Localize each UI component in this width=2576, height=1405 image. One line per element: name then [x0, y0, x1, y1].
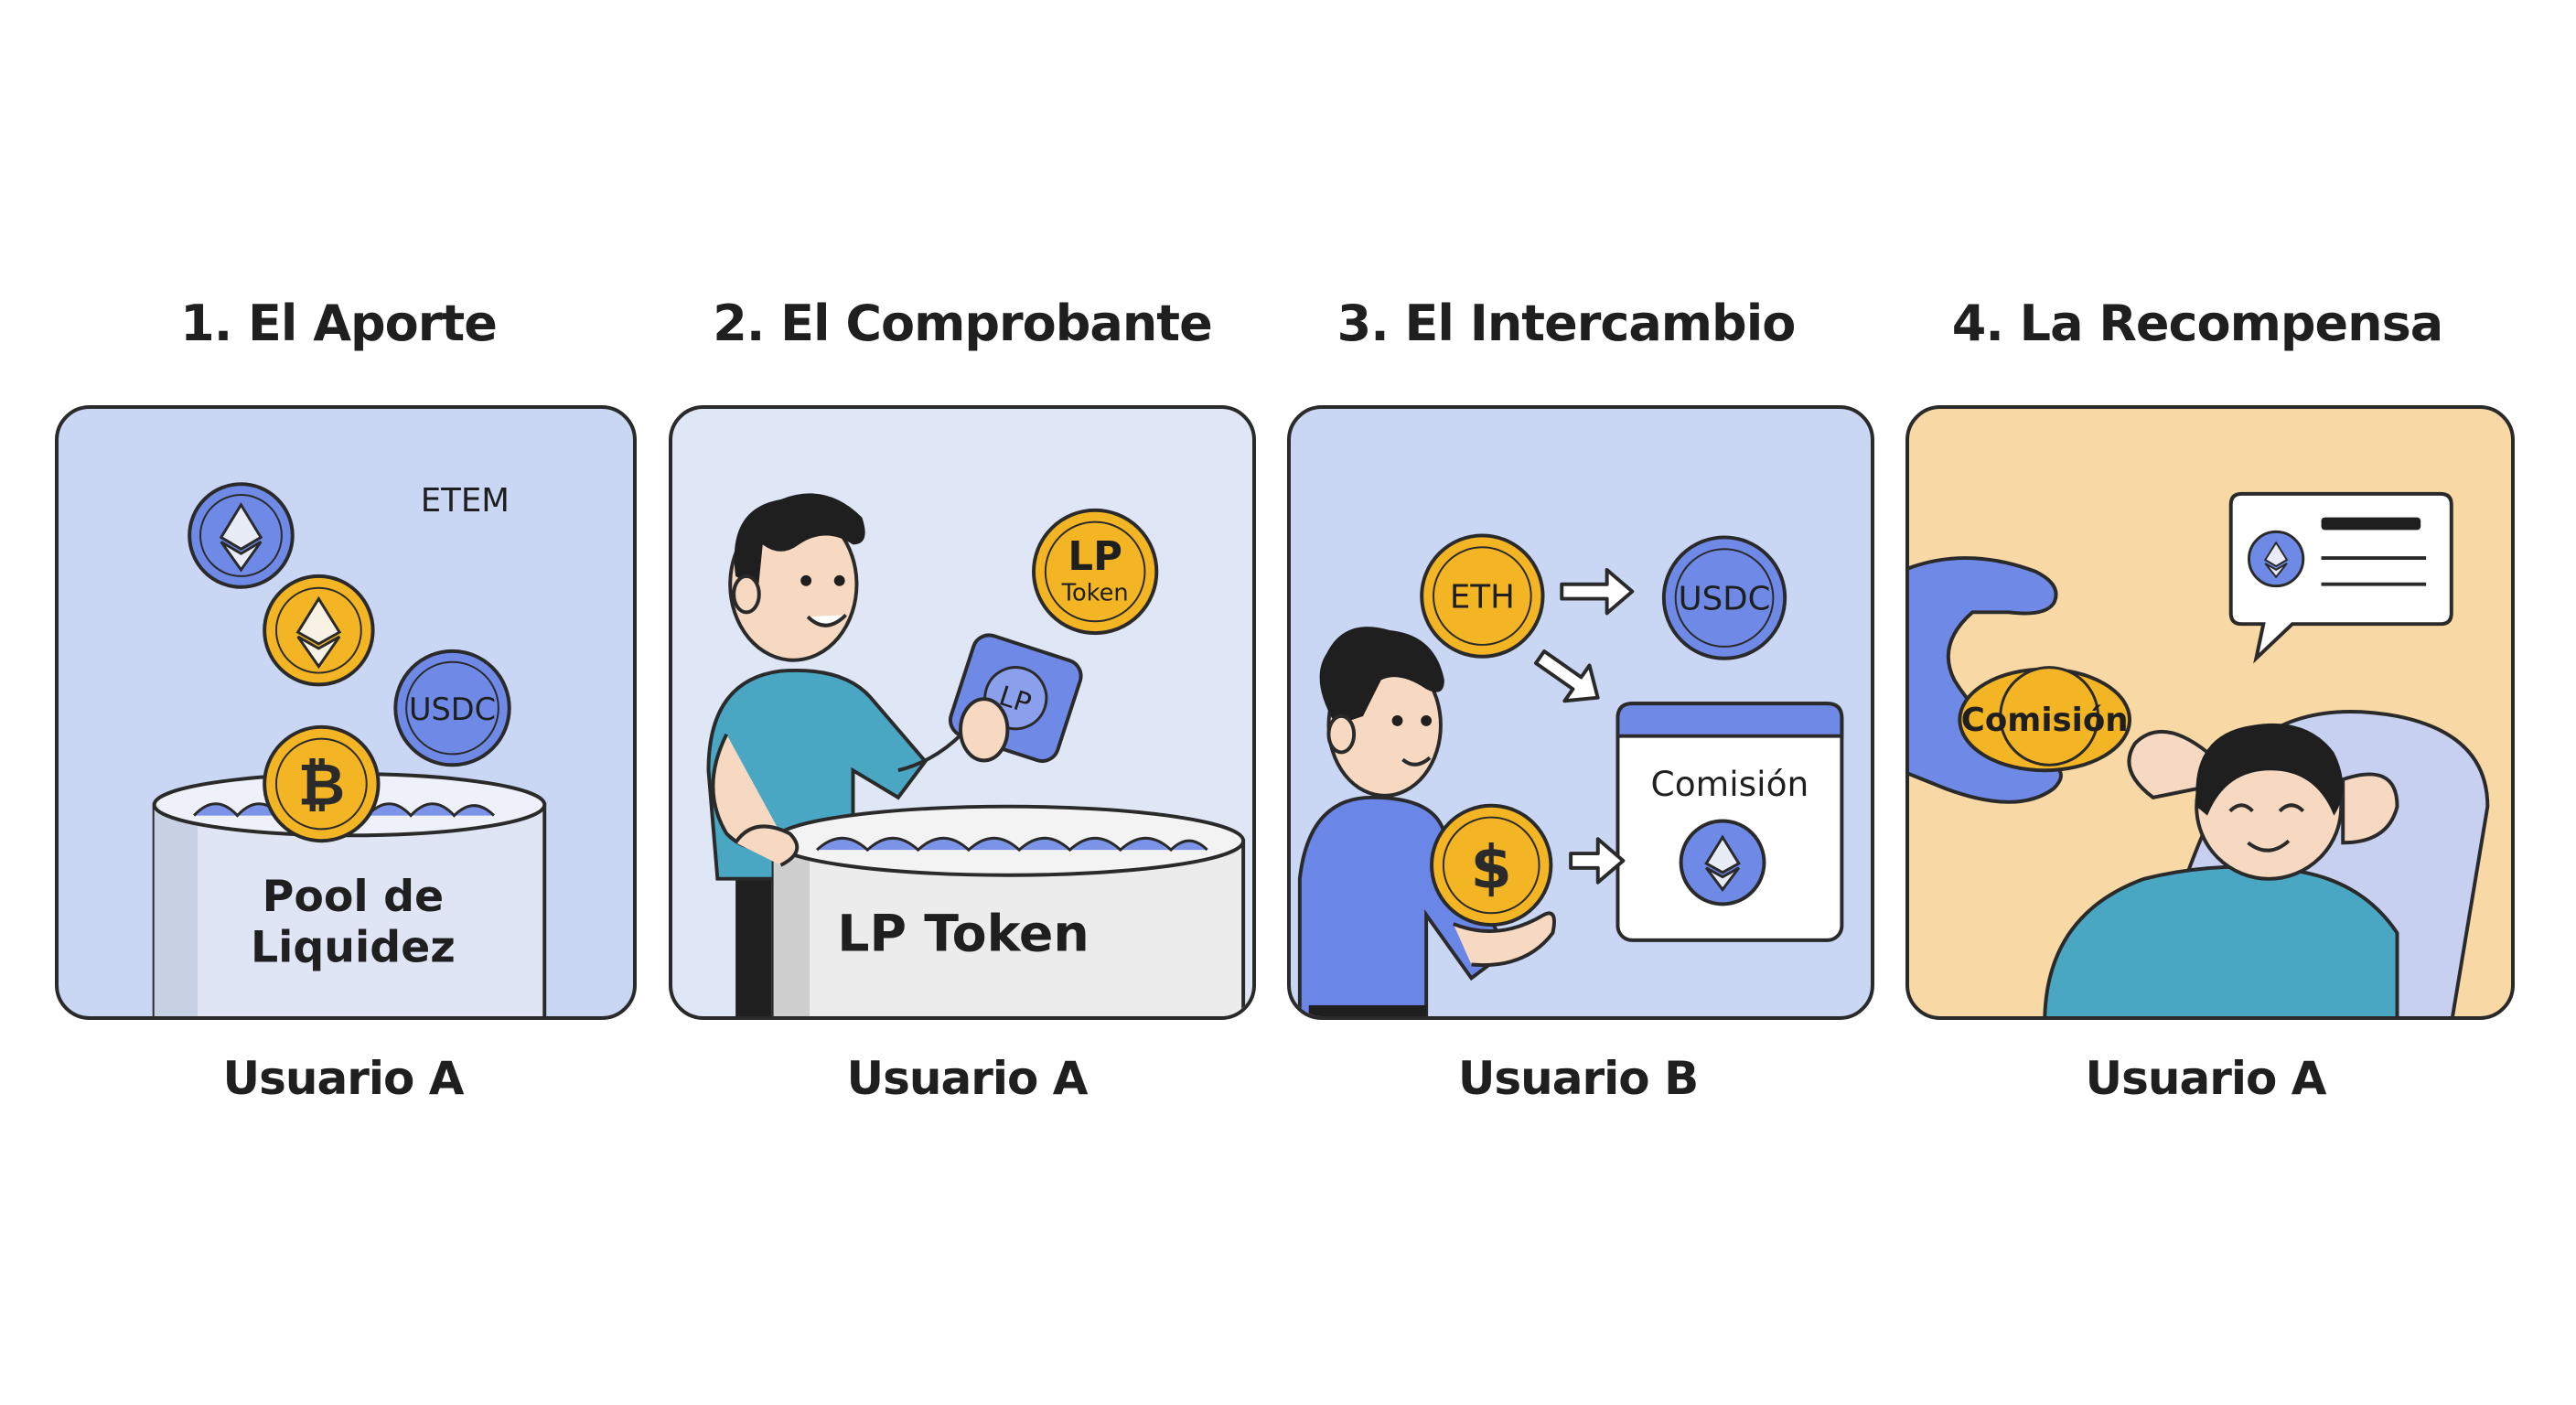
lp-token-coin-icon: LP Token — [1032, 508, 1159, 636]
step-1-title: 1. El Aporte — [180, 295, 498, 352]
step-4-title: 4. La Recompensa — [1951, 295, 2443, 352]
usdc-coin-icon: USDC — [1661, 535, 1787, 660]
usdc-coin-icon: USDC — [393, 649, 511, 767]
step-4-caption: Usuario A — [2085, 1052, 2327, 1105]
hand-icon — [1909, 556, 2063, 804]
eth-coin-icon: ETH — [1420, 533, 1545, 659]
step-1-caption: Usuario A — [222, 1052, 465, 1105]
pool-jar-icon — [771, 804, 1246, 1016]
chat-bubble-icon — [2228, 491, 2453, 664]
eth-coin-icon — [188, 482, 295, 589]
lp-coin-label-1: LP — [1068, 534, 1122, 580]
fee-coin-icon: Comisión — [1958, 666, 2132, 773]
arrow-right-icon — [1569, 837, 1626, 885]
pool-jar-icon — [152, 772, 547, 1016]
pool-label-line1: Pool de — [263, 872, 445, 922]
floating-label: ETEM — [421, 482, 510, 520]
step-4-panel: Comisión — [1905, 405, 2515, 1020]
step-1-panel: USDC ETEM ₿ Pool de Liquidez — [55, 405, 637, 1020]
step-2-illustration: LP LP Token LP Token — [706, 493, 1246, 1016]
relaxing-person-icon — [2043, 710, 2490, 1016]
fee-box-label: Comisión — [1651, 764, 1809, 804]
step-3-panel: ETH USDC Comisión — [1287, 405, 1874, 1020]
step-2-panel: LP LP Token LP Token — [669, 405, 1256, 1020]
fee-coin-label: Comisión — [1961, 702, 2129, 739]
jar-label: LP Token — [837, 906, 1089, 964]
pool-label-line2: Liquidez — [251, 923, 456, 973]
usdc-label: USDC — [409, 692, 496, 727]
usdc-label: USDC — [1679, 580, 1771, 617]
eth-coin-icon — [1679, 819, 1766, 906]
dollar-coin-icon: $ — [1430, 803, 1553, 928]
step-2-caption: Usuario A — [846, 1052, 1089, 1105]
step-1-illustration: USDC ETEM ₿ Pool de Liquidez — [152, 482, 547, 1016]
step-2-title: 2. El Comprobante — [713, 295, 1212, 352]
lp-coin-label-2: Token — [1061, 580, 1129, 607]
fee-box: Comisión — [1615, 702, 1844, 942]
step-3-illustration: ETH USDC Comisión — [1297, 533, 1844, 1016]
step-3-title: 3. El Intercambio — [1336, 295, 1797, 352]
eth-label: ETH — [1450, 578, 1515, 616]
eth-coin-icon — [2248, 530, 2305, 588]
step-3-caption: Usuario B — [1457, 1052, 1699, 1105]
svg-text:$: $ — [1471, 834, 1512, 903]
svg-text:₿: ₿ — [298, 751, 346, 819]
step-4-illustration: Comisión — [1909, 491, 2490, 1016]
arrow-down-right-icon — [1534, 649, 1600, 703]
arrow-right-icon — [1560, 567, 1635, 616]
bitcoin-coin-icon: ₿ — [263, 724, 381, 843]
eth-coin-icon — [263, 574, 375, 687]
